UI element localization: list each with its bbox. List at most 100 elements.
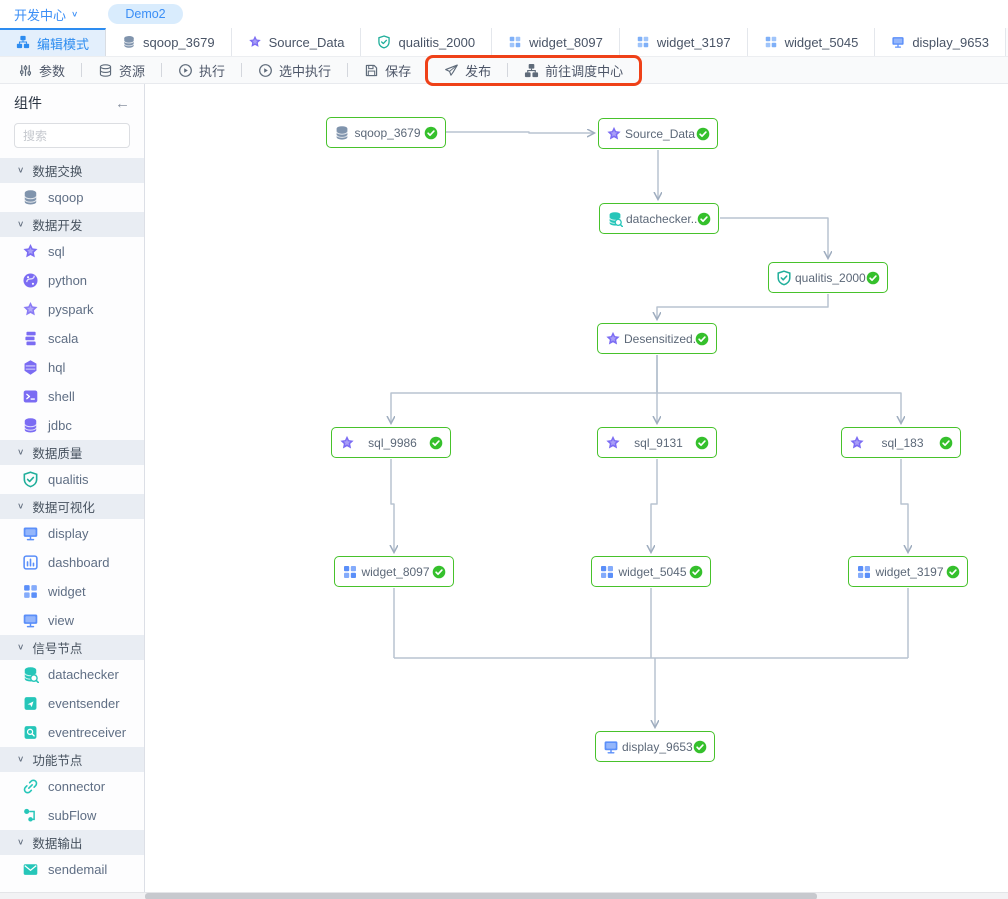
sidebar-item-label: connector xyxy=(48,779,106,794)
search-input[interactable] xyxy=(14,123,130,148)
sidebar-item-dashboard[interactable]: dashboard xyxy=(0,548,144,577)
sidebar-item-pyspark[interactable]: pyspark xyxy=(0,295,144,324)
tab-edit-mode[interactable]: 编辑模式 xyxy=(0,28,107,56)
sidebar-item-hql[interactable]: hql xyxy=(0,353,144,382)
flow-node-datachecker[interactable]: datachecker... xyxy=(599,203,719,234)
toolbar-button-label: 前往调度中心 xyxy=(545,63,624,79)
sidebar-category-data-visualization[interactable]: ∨数据可视化 xyxy=(0,494,144,519)
sidebar-item-connector[interactable]: connector xyxy=(0,772,144,801)
sidebar-category-data-output[interactable]: ∨数据输出 xyxy=(0,830,144,855)
tab-widget_8097[interactable]: widget_8097 xyxy=(492,28,620,56)
arrow-left-icon[interactable]: ← xyxy=(115,94,130,112)
star-icon xyxy=(606,126,623,142)
edge-qualitis_2000-to-Desensitized xyxy=(657,294,829,319)
sidebar-item-sendemail[interactable]: sendemail xyxy=(0,855,144,884)
toolbar-divider xyxy=(161,63,163,77)
sidebar-item-label: sql xyxy=(48,244,65,259)
sidebar-category-signal-nodes[interactable]: ∨信号节点 xyxy=(0,635,144,660)
sidebar-item-label: eventsender xyxy=(48,696,120,711)
check-circle-icon xyxy=(939,436,953,450)
flow-node-sql_9131[interactable]: sql_9131 xyxy=(597,427,717,458)
toolbar-button-前往调度中心[interactable]: 前往调度中心 xyxy=(520,61,627,80)
database-icon xyxy=(334,125,351,141)
widget-blocks-icon xyxy=(342,564,359,580)
sidebar-item-shell[interactable]: shell xyxy=(0,382,144,411)
chevron-down-icon: ∨ xyxy=(17,447,25,458)
sidebar-item-view[interactable]: view xyxy=(0,606,144,635)
sidebar-item-sql[interactable]: sql xyxy=(0,237,144,266)
star-icon xyxy=(849,435,866,451)
toolbar-button-资源[interactable]: 资源 xyxy=(94,61,149,80)
widget-blocks-icon xyxy=(764,35,778,49)
star-icon xyxy=(248,35,262,49)
play-circle-icon xyxy=(258,63,273,78)
sidebar-item-qualitis[interactable]: qualitis xyxy=(0,465,144,494)
sidebar-item-display[interactable]: display xyxy=(0,519,144,548)
sidebar-category-label: 数据开发 xyxy=(32,219,83,233)
database-search-icon xyxy=(22,666,39,683)
sidebar-item-label: qualitis xyxy=(48,472,89,487)
sidebar-item-scala[interactable]: scala xyxy=(0,324,144,353)
sidebar-item-jdbc[interactable]: jdbc xyxy=(0,411,144,440)
star-icon xyxy=(22,301,39,318)
flow-node-widget_3197[interactable]: widget_3197 xyxy=(848,556,968,587)
sidebar-item-label: view xyxy=(48,613,75,628)
flow-node-sql_9986[interactable]: sql_9986 xyxy=(331,427,451,458)
flow-canvas[interactable]: sqoop_3679 Source_Data datachecker... quali… xyxy=(145,84,1008,892)
subflow-icon xyxy=(22,807,39,824)
sidebar-category-function-nodes[interactable]: ∨功能节点 xyxy=(0,747,144,772)
sidebar-item-label: hql xyxy=(48,360,66,375)
flow-node-Desensitized[interactable]: Desensitized... xyxy=(597,323,717,354)
toolbar-button-label: 资源 xyxy=(119,63,146,79)
node-label: widget_8097 xyxy=(361,564,430,579)
flow-node-widget_5045[interactable]: widget_5045 xyxy=(591,556,711,587)
sidebar-item-label: shell xyxy=(48,389,75,404)
star-icon xyxy=(22,243,39,260)
sidebar-item-label: sendemail xyxy=(48,862,108,877)
monitor-icon xyxy=(603,739,620,755)
sidebar-item-eventsender[interactable]: eventsender xyxy=(0,689,144,718)
horizontal-scrollbar-thumb[interactable] xyxy=(145,893,817,899)
edge-Desensitized-to-sql_9986 xyxy=(391,355,658,423)
flow-node-qualitis_2000[interactable]: qualitis_2000 xyxy=(768,262,888,293)
sidebar-item-sqoop[interactable]: sqoop xyxy=(0,183,144,212)
flow-node-Source_Data[interactable]: Source_Data xyxy=(598,118,718,149)
flow-node-sqoop_3679[interactable]: sqoop_3679 xyxy=(326,117,446,148)
tab-qualitis_2000[interactable]: qualitis_2000 xyxy=(361,28,493,56)
flow-node-widget_8097[interactable]: widget_8097 xyxy=(334,556,454,587)
edge-layer xyxy=(145,84,1008,892)
flow-toolbar: 参数 资源 执行 选中执行 保存 发布 前往调度中心 xyxy=(0,54,1008,86)
tab-display_9653[interactable]: display_9653 xyxy=(875,28,1006,56)
sidebar-item-eventreceiver[interactable]: eventreceiver xyxy=(0,718,144,747)
toolbar-button-发布[interactable]: 发布 xyxy=(440,61,495,80)
node-label: Source_Data xyxy=(625,126,696,141)
sidebar-item-python[interactable]: python xyxy=(0,266,144,295)
toolbar-button-执行[interactable]: 执行 xyxy=(174,61,229,80)
toolbar-button-保存[interactable]: 保存 xyxy=(360,61,415,80)
tab-Source_Data[interactable]: Source_Data xyxy=(231,28,362,56)
toolbar-button-参数[interactable]: 参数 xyxy=(14,61,69,80)
toolbar-button-label: 发布 xyxy=(465,63,492,79)
sidebar-category-data-quality[interactable]: ∨数据质量 xyxy=(0,440,144,465)
sidebar-category-data-exchange[interactable]: ∨数据交换 xyxy=(0,158,144,183)
workspace-switcher[interactable]: 开发中心 ∨ xyxy=(14,5,78,24)
sidebar-item-datachecker[interactable]: datachecker xyxy=(0,660,144,689)
tab-widget_3197[interactable]: widget_3197 xyxy=(619,28,748,56)
sidebar-category-data-development[interactable]: ∨数据开发 xyxy=(0,212,144,237)
tab-sqoop_3679[interactable]: sqoop_3679 xyxy=(106,28,232,56)
flow-node-display_9653[interactable]: display_9653 xyxy=(595,731,715,762)
sidebar-item-label: sqoop xyxy=(48,190,84,205)
sidebar-item-widget[interactable]: widget xyxy=(0,577,144,606)
flow-node-sql_183[interactable]: sql_183 xyxy=(841,427,961,458)
node-label: qualitis_2000 xyxy=(795,270,866,285)
tab-widget_5045[interactable]: widget_5045 xyxy=(747,28,876,56)
sidebar-item-subFlow[interactable]: subFlow xyxy=(0,801,144,830)
monitor-icon xyxy=(22,525,39,542)
database-icon xyxy=(22,417,39,434)
project-tab-demo2[interactable]: Demo2 xyxy=(108,4,183,24)
check-circle-icon xyxy=(689,565,703,579)
toolbar-button-选中执行[interactable]: 选中执行 xyxy=(254,61,335,80)
widget-blocks-icon xyxy=(22,583,39,600)
